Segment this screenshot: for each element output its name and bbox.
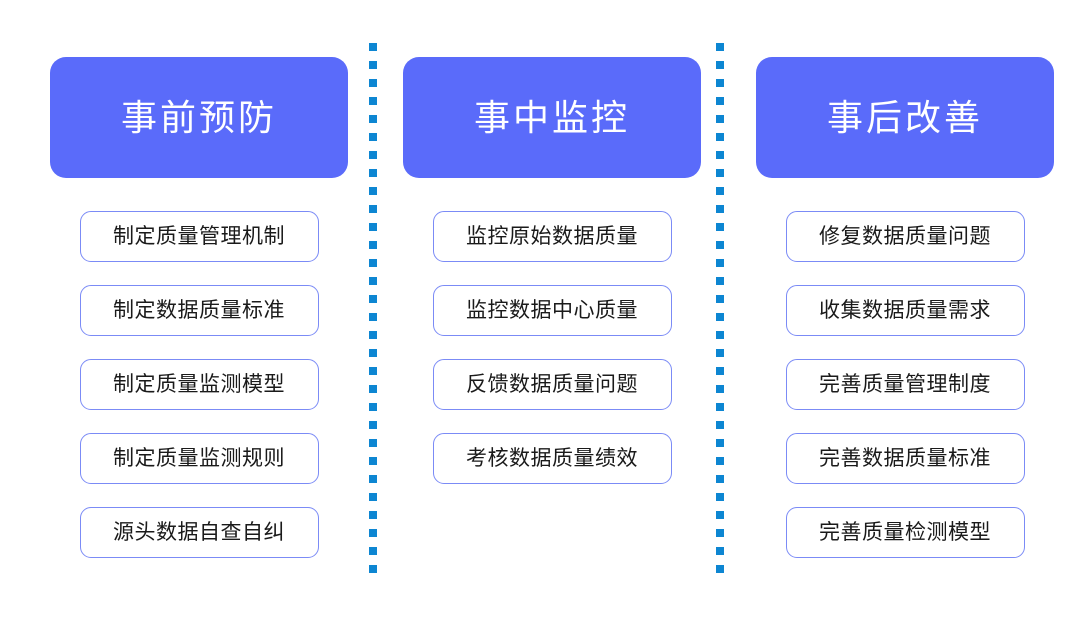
column-header-label: 事中监控 <box>473 97 630 138</box>
column-post-improvement: 事后改善 修复数据质量问题 收集数据质量需求 完善质量管理制度 完善数据质量标准… <box>756 57 1054 558</box>
item-pill-label: 完善质量管理制度 <box>819 373 991 396</box>
item-list-post-improvement: 修复数据质量问题 收集数据质量需求 完善质量管理制度 完善数据质量标准 完善质量… <box>756 211 1054 558</box>
item-pill[interactable]: 制定数据质量标准 <box>79 285 319 336</box>
item-pill-label: 监控数据中心质量 <box>466 299 638 322</box>
column-header-label: 事前预防 <box>120 97 277 138</box>
dotted-divider-icon <box>716 43 724 581</box>
item-pill[interactable]: 源头数据自查自纠 <box>79 507 319 558</box>
item-pill[interactable]: 监控原始数据质量 <box>432 211 672 262</box>
item-pill-label: 考核数据质量绩效 <box>466 447 638 470</box>
column-pre-prevention: 事前预防 制定质量管理机制 制定数据质量标准 制定质量监测模型 制定质量监测规则… <box>50 57 348 558</box>
item-pill[interactable]: 反馈数据质量问题 <box>432 359 672 410</box>
item-pill-label: 完善质量检测模型 <box>819 521 991 544</box>
item-pill[interactable]: 制定质量监测模型 <box>79 359 319 410</box>
item-pill-label: 制定质量管理机制 <box>113 225 285 248</box>
column-header-in-process-monitoring[interactable]: 事中监控 <box>403 57 701 178</box>
item-pill[interactable]: 修复数据质量问题 <box>785 211 1025 262</box>
column-in-process-monitoring: 事中监控 监控原始数据质量 监控数据中心质量 反馈数据质量问题 考核数据质量绩效 <box>403 57 701 484</box>
item-pill-label: 监控原始数据质量 <box>466 225 638 248</box>
item-pill[interactable]: 收集数据质量需求 <box>785 285 1025 336</box>
item-pill-label: 制定质量监测模型 <box>113 373 285 396</box>
item-pill-label: 修复数据质量问题 <box>819 225 991 248</box>
item-pill[interactable]: 考核数据质量绩效 <box>432 433 672 484</box>
item-pill[interactable]: 制定质量监测规则 <box>79 433 319 484</box>
item-list-pre-prevention: 制定质量管理机制 制定数据质量标准 制定质量监测模型 制定质量监测规则 源头数据… <box>50 211 348 558</box>
item-pill[interactable]: 监控数据中心质量 <box>432 285 672 336</box>
item-pill-label: 源头数据自查自纠 <box>113 521 285 544</box>
item-pill[interactable]: 完善质量检测模型 <box>785 507 1025 558</box>
item-pill[interactable]: 制定质量管理机制 <box>79 211 319 262</box>
dotted-divider-icon <box>369 43 377 581</box>
item-pill[interactable]: 完善质量管理制度 <box>785 359 1025 410</box>
item-pill-label: 制定数据质量标准 <box>113 299 285 322</box>
column-header-label: 事后改善 <box>826 97 983 138</box>
item-list-in-process-monitoring: 监控原始数据质量 监控数据中心质量 反馈数据质量问题 考核数据质量绩效 <box>403 211 701 484</box>
item-pill-label: 收集数据质量需求 <box>819 299 991 322</box>
item-pill[interactable]: 完善数据质量标准 <box>785 433 1025 484</box>
column-header-pre-prevention[interactable]: 事前预防 <box>50 57 348 178</box>
item-pill-label: 反馈数据质量问题 <box>466 373 638 396</box>
item-pill-label: 制定质量监测规则 <box>113 447 285 470</box>
item-pill-label: 完善数据质量标准 <box>819 447 991 470</box>
column-header-post-improvement[interactable]: 事后改善 <box>756 57 1054 178</box>
